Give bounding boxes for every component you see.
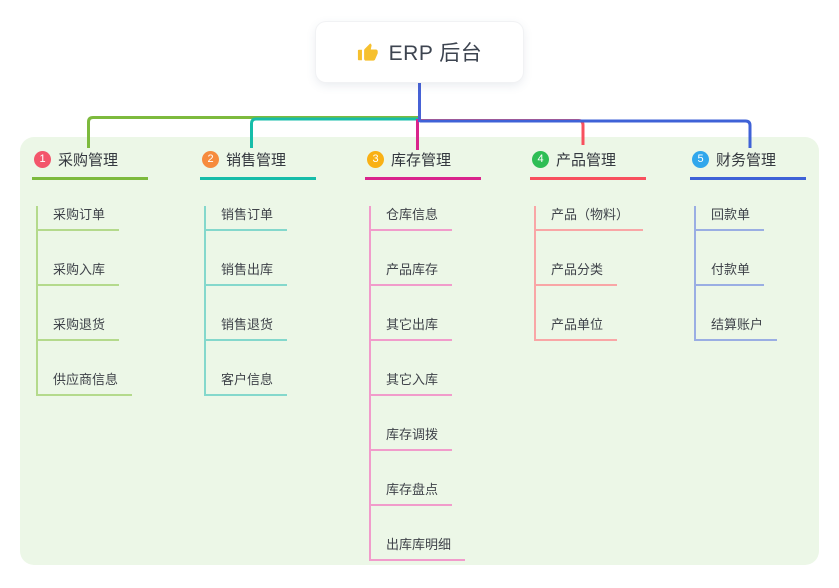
thumbs-up-icon xyxy=(357,41,379,63)
child-topic[interactable]: 客户信息 xyxy=(204,371,288,396)
child-topic[interactable]: 产品单位 xyxy=(534,316,618,341)
child-topic[interactable]: 结算账户 xyxy=(694,316,778,341)
child-topic[interactable]: 采购入库 xyxy=(36,261,120,286)
branch-topic-3[interactable]: 3 库存管理 xyxy=(365,149,481,180)
child-topic[interactable]: 产品分类 xyxy=(534,261,618,286)
child-topic[interactable]: 销售订单 xyxy=(204,206,288,231)
child-topic[interactable]: 库存调拨 xyxy=(369,426,453,451)
branch-topic-4[interactable]: 4 产品管理 xyxy=(530,149,646,180)
branch-3: 3 库存管理仓库信息产品库存其它出库其它入库库存调拨库存盘点出库库明细 xyxy=(365,149,481,561)
branch-number-badge: 5 xyxy=(692,151,709,168)
branch-topic-2[interactable]: 2 销售管理 xyxy=(200,149,316,180)
child-topic[interactable]: 产品（物料） xyxy=(534,206,644,231)
branch-topic-5[interactable]: 5 财务管理 xyxy=(690,149,806,180)
root-topic-label: ERP 后台 xyxy=(388,42,483,65)
branch-children: 产品（物料） 产品分类产品单位 xyxy=(534,206,646,341)
branch-children: 回款单付款单结算账户 xyxy=(694,206,806,341)
child-topic[interactable]: 其它出库 xyxy=(369,316,453,341)
branch-number-badge: 1 xyxy=(34,151,51,168)
branch-topic-label: 销售管理 xyxy=(226,152,287,169)
child-topic[interactable]: 供应商信息 xyxy=(36,371,133,396)
branch-children: 销售订单销售出库销售退货客户信息 xyxy=(204,206,316,396)
child-topic[interactable]: 仓库信息 xyxy=(369,206,453,231)
child-topic[interactable]: 其它入库 xyxy=(369,371,453,396)
child-topic[interactable]: 付款单 xyxy=(694,261,765,286)
child-topic[interactable]: 产品库存 xyxy=(369,261,453,286)
child-topic[interactable]: 出库库明细 xyxy=(369,536,466,561)
branch-topic-label: 财务管理 xyxy=(716,152,777,169)
branches-panel xyxy=(20,137,819,565)
branch-5: 5 财务管理回款单付款单结算账户 xyxy=(690,149,806,341)
root-topic[interactable]: ERP 后台 xyxy=(316,22,523,82)
child-topic[interactable]: 采购退货 xyxy=(36,316,120,341)
branch-topic-label: 产品管理 xyxy=(556,152,617,169)
branch-topic-label: 库存管理 xyxy=(391,152,452,169)
branch-children: 仓库信息产品库存其它出库其它入库库存调拨库存盘点出库库明细 xyxy=(369,206,481,561)
branch-children: 采购订单采购入库采购退货供应商信息 xyxy=(36,206,148,396)
branch-4: 4 产品管理产品（物料） 产品分类产品单位 xyxy=(530,149,646,341)
child-topic[interactable]: 采购订单 xyxy=(36,206,120,231)
branch-topic-label: 采购管理 xyxy=(58,152,119,169)
child-topic[interactable]: 库存盘点 xyxy=(369,481,453,506)
branch-1: 1 采购管理采购订单采购入库采购退货供应商信息 xyxy=(32,149,148,396)
branch-number-badge: 2 xyxy=(202,151,219,168)
child-topic[interactable]: 销售出库 xyxy=(204,261,288,286)
branch-number-badge: 4 xyxy=(532,151,549,168)
child-topic[interactable]: 销售退货 xyxy=(204,316,288,341)
branch-topic-1[interactable]: 1 采购管理 xyxy=(32,149,148,180)
child-topic[interactable]: 回款单 xyxy=(694,206,765,231)
branch-2: 2 销售管理销售订单销售出库销售退货客户信息 xyxy=(200,149,316,396)
branch-number-badge: 3 xyxy=(367,151,384,168)
